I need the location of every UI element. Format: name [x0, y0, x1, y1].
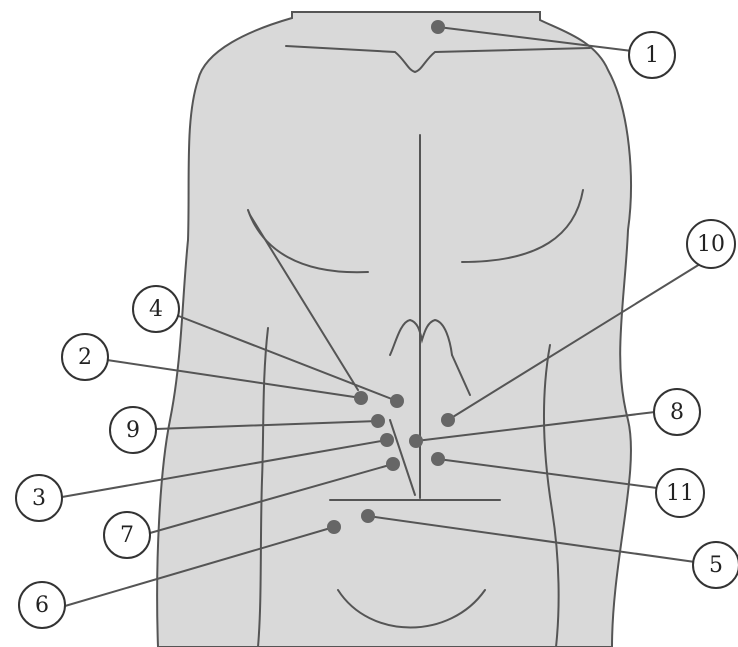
callout-1: 1 — [629, 32, 675, 78]
callout-8: 8 — [654, 389, 700, 435]
callout-5: 5 — [693, 542, 738, 588]
callout-3: 3 — [16, 475, 62, 521]
callout-9-label: 9 — [126, 418, 140, 443]
callout-7-label: 7 — [120, 523, 134, 548]
point-11 — [431, 452, 445, 466]
callout-1-label: 1 — [645, 43, 659, 68]
callout-11-label: 11 — [666, 481, 694, 506]
torso-silhouette — [157, 12, 631, 647]
callout-11: 11 — [656, 469, 704, 517]
point-7 — [386, 457, 400, 471]
point-6 — [327, 520, 341, 534]
callout-6-label: 6 — [35, 593, 49, 618]
point-5 — [361, 509, 375, 523]
point-9 — [371, 414, 385, 428]
callout-8-label: 8 — [670, 400, 684, 425]
callout-7: 7 — [104, 512, 150, 558]
callout-2-label: 2 — [78, 345, 92, 370]
callout-10: 10 — [687, 220, 735, 268]
point-1 — [431, 20, 445, 34]
callout-2: 2 — [62, 334, 108, 380]
callout-10-label: 10 — [697, 232, 725, 257]
point-2 — [354, 391, 368, 405]
point-8 — [409, 434, 423, 448]
callout-9: 9 — [110, 407, 156, 453]
callout-3-label: 3 — [32, 486, 46, 511]
callout-5-label: 5 — [709, 553, 723, 578]
point-4 — [390, 394, 404, 408]
callout-4: 4 — [133, 286, 179, 332]
point-10 — [441, 413, 455, 427]
callout-6: 6 — [19, 582, 65, 628]
point-3 — [380, 433, 394, 447]
callout-4-label: 4 — [149, 297, 163, 322]
